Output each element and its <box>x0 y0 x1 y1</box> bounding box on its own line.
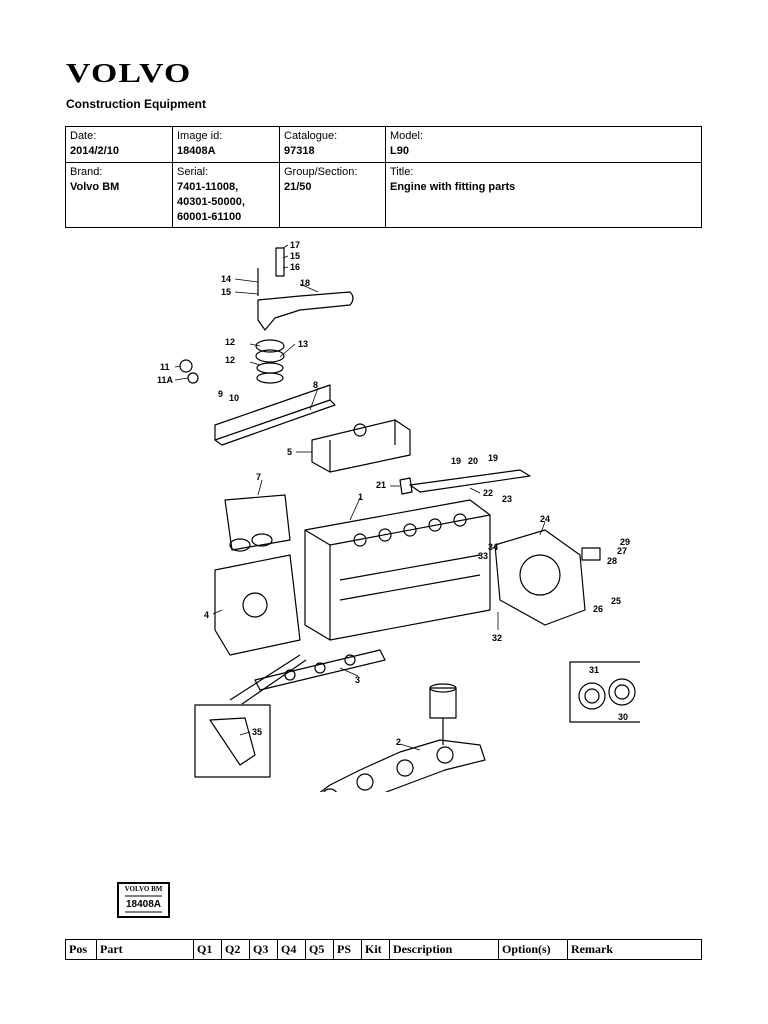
callout-11a: 11A <box>157 375 174 385</box>
callout-14: 13 <box>298 339 308 349</box>
model-label: Model: <box>390 130 424 142</box>
title-value: Engine with fitting parts <box>390 181 516 193</box>
callout-34: 33 <box>478 551 488 561</box>
callout-28: 27 <box>617 546 627 556</box>
model-value: L90 <box>390 145 409 157</box>
callout-16: 15 <box>221 287 231 297</box>
callout-13: 12 <box>225 355 235 365</box>
callout-18: 17 <box>290 240 300 250</box>
timing-cover <box>214 554 301 656</box>
thermostat <box>255 339 285 353</box>
callout-33: 32 <box>492 633 502 643</box>
callout-15: 14 <box>221 274 231 284</box>
date-label: Date: <box>70 130 97 142</box>
seal-inset <box>569 661 640 723</box>
callout-11: 11 <box>160 362 170 372</box>
callout-19: 18 <box>300 278 310 288</box>
callout-7: 7 <box>256 472 261 482</box>
parts-table: Pos Part Q1 Q2 Q3 Q4 Q5 PS Kit Descripti… <box>65 939 702 960</box>
serial-cell: Serial: 7401-11008, 40301-50000, 60001-61… <box>172 162 280 228</box>
callout-24: 23 <box>502 494 512 504</box>
image-id-label: Image id: <box>177 130 223 142</box>
camshaft <box>254 649 386 691</box>
volvo-bm-stamp: VOLVO BM 18408A <box>117 882 170 918</box>
image-id-value: 18408A <box>177 145 216 157</box>
callout-17: 16 <box>290 262 300 272</box>
info-table: Date: 2014/2/10 Image id: 18408A Catalogue… <box>65 126 702 228</box>
catalogue-value: 97318 <box>284 145 315 157</box>
date-value: 2014/2/10 <box>70 145 119 157</box>
date-cell: Date: 2014/2/10 <box>65 126 173 163</box>
group-cell: Group/Section: 21/50 <box>279 162 386 228</box>
callout-2: 2 <box>396 737 401 747</box>
exploded-engine-diagram: 17 15 16 14 15 18 12 13 12 11 11A 8 9 10… <box>157 240 640 792</box>
brand-cell: Brand: Volvo BM <box>65 162 173 228</box>
callout-3: 3 <box>355 675 360 685</box>
callout-9: 9 <box>218 389 223 399</box>
callout-23: 22 <box>483 488 493 498</box>
outlet-pipe <box>257 291 354 331</box>
callout-20a: 19 <box>451 456 461 466</box>
col-q5: Q5 <box>305 939 334 960</box>
title-cell: Title: Engine with fitting parts <box>385 162 702 228</box>
image-id-cell: Image id: 18408A <box>172 126 280 163</box>
col-part: Part <box>96 939 194 960</box>
callout-labels: 17 15 16 14 15 18 12 13 12 11 11A 8 9 10… <box>157 240 630 747</box>
filter-housing <box>224 494 291 551</box>
callout-5: 5 <box>287 447 292 457</box>
catalogue-label: Catalogue: <box>284 130 338 142</box>
callout-10: 10 <box>229 393 239 403</box>
group-value: 21/50 <box>284 181 312 193</box>
col-description: Description <box>389 939 499 960</box>
model-cell: Model: L90 <box>385 126 702 163</box>
engine-block <box>304 499 491 641</box>
callout-32: 31 <box>589 665 599 675</box>
callout-26: 25 <box>611 596 621 606</box>
callout-35: 34 <box>488 542 498 552</box>
col-q4: Q4 <box>277 939 306 960</box>
title-label: Title: <box>390 166 414 178</box>
callout-29: 28 <box>607 556 617 566</box>
callout-27: 26 <box>593 604 603 614</box>
bracket-inset <box>194 704 271 778</box>
callout-12: 12 <box>225 337 235 347</box>
col-q2: Q2 <box>221 939 250 960</box>
col-q3: Q3 <box>249 939 278 960</box>
subtitle: Construction Equipment <box>66 97 206 111</box>
callout-30: 29 <box>620 537 630 547</box>
callout-20b: 19 <box>488 453 498 463</box>
stamp-brand: VOLVO BM <box>125 885 163 893</box>
col-remark: Remark <box>567 939 702 960</box>
injection-lines <box>409 469 531 493</box>
volvo-logo: VOLVO <box>66 58 192 88</box>
callout-36: 35 <box>252 727 262 737</box>
brand-value: Volvo BM <box>70 181 120 193</box>
parts-table-header: Pos Part Q1 Q2 Q3 Q4 Q5 PS Kit Descripti… <box>65 939 702 960</box>
callout-22: 21 <box>376 480 386 490</box>
callout-1: 1 <box>358 492 363 502</box>
col-pos: Pos <box>65 939 97 960</box>
crankshaft <box>319 739 486 792</box>
callout-25: 24 <box>540 514 550 524</box>
col-kit: Kit <box>361 939 390 960</box>
col-ps: PS <box>333 939 362 960</box>
callout-21: 20 <box>468 456 478 466</box>
group-label: Group/Section: <box>284 166 358 178</box>
callout-4: 4 <box>204 610 209 620</box>
callout-16-top: 15 <box>290 251 300 261</box>
flywheel-housing <box>494 529 586 626</box>
serial-label: Serial: <box>177 166 209 178</box>
col-q1: Q1 <box>193 939 222 960</box>
col-options: Option(s) <box>498 939 568 960</box>
stamp-image-id: 18408A <box>126 899 161 910</box>
catalogue-cell: Catalogue: 97318 <box>279 126 386 163</box>
callout-8: 8 <box>313 380 318 390</box>
serial-value: 7401-11008, 40301-50000, 60001-61100 <box>177 181 245 223</box>
brand-label: Brand: <box>70 166 103 178</box>
callout-31: 30 <box>618 712 628 722</box>
